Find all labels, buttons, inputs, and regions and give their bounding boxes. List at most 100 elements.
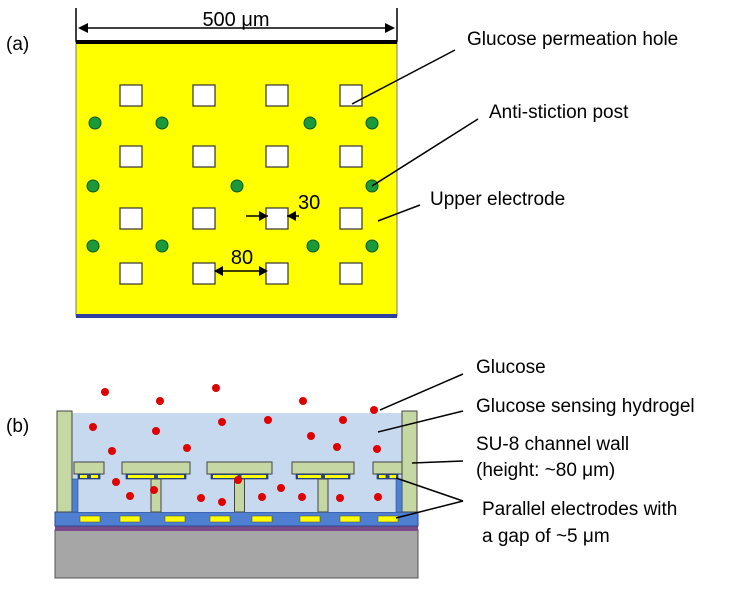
channel-wall-cap [291,461,355,475]
anchor-post [150,478,162,513]
side-support [71,478,79,513]
permeation-hole [119,207,143,230]
glucose-molecule [212,384,220,392]
permeation-hole [265,262,289,285]
upper-electrode-pad [389,475,396,478]
anti-stiction-post-label: Anti-stiction post [489,102,629,123]
upper-electrode-pad [241,475,266,478]
spacing-label: 80 [231,247,253,269]
post-callout-line [371,118,479,187]
permeation-hole [339,145,363,168]
glass-substrate [54,529,419,579]
electrodes-label-line1: Parallel electrodes with [482,499,677,520]
upper-electrode-layer [376,473,399,480]
permeation-hole [192,262,216,285]
panel-b-label: (b) [6,416,29,437]
glucose-molecule [373,445,381,453]
glucose-molecule [234,476,242,484]
glucose-molecule [298,493,306,501]
glucose-callout-line [379,373,464,411]
upper-electrode-pad [325,475,348,478]
bottom-insulation-layer [55,526,418,531]
channel-wall-cap [206,461,273,475]
permeation-holes [119,84,363,285]
anti-stiction-post [303,116,317,130]
channel-wall-cap [372,461,403,475]
permeation-hole [119,145,143,168]
glucose-molecules [89,384,382,506]
anti-stiction-posts [86,116,379,253]
anchor-post [317,478,329,513]
anti-stiction-post [230,179,244,193]
glucose-molecule [333,443,341,451]
upper-electrode-structure [121,461,191,513]
glucose-label: Glucose [476,357,546,378]
electrodes-callout-line-lower [395,500,464,519]
upper-electrode-callout-line [377,204,421,222]
upper-electrode-pad [128,475,154,478]
bottom-electrodes [79,515,399,523]
upper-electrode-pad [158,475,184,478]
glucose-molecule [183,444,191,452]
glucose-molecule [108,447,116,455]
anti-stiction-post [155,116,169,130]
glucose-molecule [339,416,347,424]
upper-electrode-pad [379,475,386,478]
permeation-hole [192,84,216,107]
hole-size-label: 30 [298,192,320,214]
glucose-molecule [336,494,344,502]
anti-stiction-post [86,239,100,253]
channel-wall-label-line2: (height: ~80 μm) [476,460,615,481]
bottom-electrode [119,515,141,523]
su8-channel-wall-left [56,410,73,513]
upper-electrode-layer [77,473,101,480]
bottom-electrode [377,515,399,523]
bottom-electrode [209,515,231,523]
channel-wall-label-line1: SU-8 channel wall [476,434,629,455]
bottom-electrode [79,515,101,523]
anti-stiction-post [86,179,100,193]
hydrogel-label: Glucose sensing hydrogel [476,396,695,417]
glucose-molecule [258,493,266,501]
anti-stiction-post [365,239,379,253]
bottom-electrode [299,515,321,523]
upper-electrode-pad [91,475,98,478]
width-dimension-label: 500 μm [202,9,269,31]
permeation-hole-callout-line [351,49,456,105]
upper-electrode-structure [372,461,403,480]
glucose-molecule [156,397,164,405]
channel-wall-cap [121,461,191,475]
anti-stiction-post [88,116,102,130]
anchor-post [234,478,245,513]
hole-size-dimension: 30 [246,192,320,221]
glucose-molecule [89,423,97,431]
permeation-hole-label: Glucose permeation hole [467,29,678,50]
permeation-hole [192,207,216,230]
permeation-hole [265,84,289,107]
anti-stiction-post [306,239,320,253]
glucose-molecule [152,427,160,435]
permeation-hole [265,145,289,168]
permeation-hole [265,207,289,230]
bottom-electrode [164,515,186,523]
permeation-hole [339,207,363,230]
glucose-molecule [374,493,382,501]
glucose-molecule [277,484,285,492]
anti-stiction-post [365,116,379,130]
glucose-molecule [218,498,226,506]
glucose-molecule [307,432,315,440]
glucose-molecule [197,494,205,502]
upper-electrode-structure [291,461,355,513]
bottom-electrode-layer [54,511,419,527]
channel-wall-callout-line [411,460,464,464]
upper-electrode-pad [213,475,238,478]
permeation-hole [339,84,363,107]
permeation-hole [119,262,143,285]
bottom-electrode [339,515,361,523]
bottom-electrode [251,515,273,523]
channel-wall-cap [73,461,105,475]
glucose-molecule [126,492,134,500]
hydrogel-callout-line [377,410,464,433]
permeation-hole [192,145,216,168]
